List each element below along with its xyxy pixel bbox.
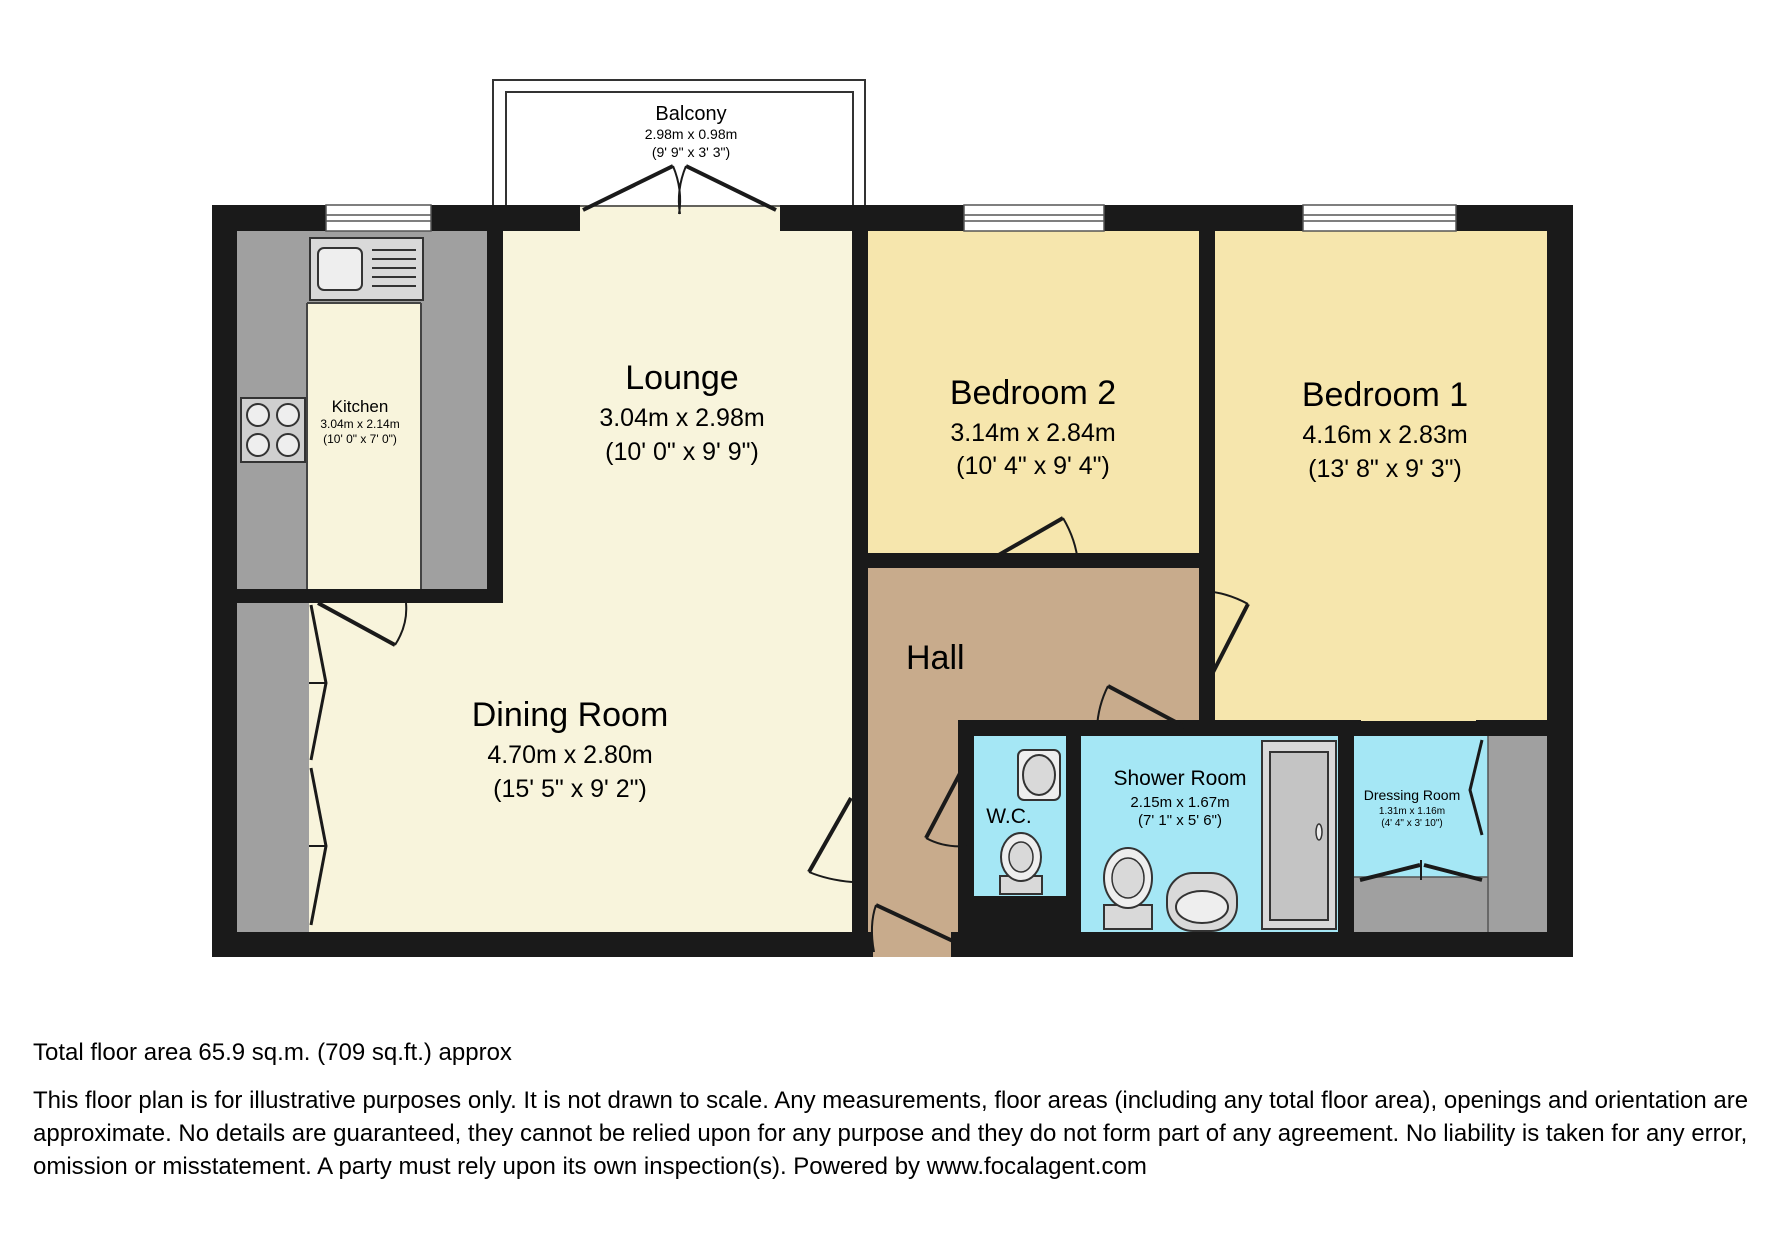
lounge-metric: 3.04m x 2.98m xyxy=(599,404,764,432)
dressing-room-metric: 1.31m x 1.16m xyxy=(1379,806,1445,817)
hall-floor xyxy=(868,568,1199,932)
wc-basin-icon xyxy=(999,832,1043,895)
kitchen-sink xyxy=(309,237,424,301)
bedroom-1-window xyxy=(1302,204,1457,232)
shower-room-imperial: (7' 1" x 5' 6") xyxy=(1138,812,1222,829)
dressing-room-name: Dressing Room xyxy=(1364,787,1460,803)
shower-room-label: Shower Room 2.15m x 1.67m (7' 1" x 5' 6"… xyxy=(1113,767,1246,829)
hob xyxy=(240,397,306,463)
balcony-name: Balcony xyxy=(655,103,726,125)
bedroom-2-name: Bedroom 2 xyxy=(950,374,1116,412)
total-floor-area: Total floor area 65.9 sq.m. (709 sq.ft.)… xyxy=(33,1039,512,1066)
bedroom-1-name: Bedroom 1 xyxy=(1302,376,1468,414)
disclaimer: This floor plan is for illustrative purp… xyxy=(33,1087,1749,1180)
lounge-name: Lounge xyxy=(625,359,738,397)
room-fills xyxy=(237,231,1547,957)
dining-room-metric: 4.70m x 2.80m xyxy=(487,741,652,769)
hall-name: Hall xyxy=(906,639,965,677)
dining-room-label: Dining Room 4.70m x 2.80m (15' 5" x 9' 2… xyxy=(472,696,669,803)
kitchen-imperial: (10' 0" x 7' 0") xyxy=(323,432,397,446)
windows xyxy=(325,204,1457,232)
bedroom-1-metric: 4.16m x 2.83m xyxy=(1302,421,1467,449)
kitchen-metric: 3.04m x 2.14m xyxy=(320,417,399,431)
doors xyxy=(309,164,1484,953)
bedroom-2-floor xyxy=(868,231,1199,553)
bedroom-1-label: Bedroom 1 4.16m x 2.83m (13' 8" x 9' 3") xyxy=(1302,376,1468,483)
bedroom-2-metric: 3.14m x 2.84m xyxy=(950,419,1115,447)
bedroom-1-imperial: (13' 8" x 9' 3") xyxy=(1308,455,1462,483)
balcony-metric: 2.98m x 0.98m xyxy=(645,126,738,142)
dressing-room-imperial: (4' 4" x 3' 10") xyxy=(1381,818,1443,829)
dining-room-name: Dining Room xyxy=(472,696,669,734)
shower-tray-icon xyxy=(1261,740,1337,930)
shower-toilet-icon xyxy=(1103,847,1153,930)
lounge-dining-floor xyxy=(237,231,852,932)
lounge-imperial: (10' 0" x 9' 9") xyxy=(605,438,759,466)
floor-plan: Balcony 2.98m x 0.98m (9' 9" x 3' 3") Lo… xyxy=(212,79,1573,957)
dressing-room-label: Dressing Room 1.31m x 1.16m (4' 4" x 3' … xyxy=(1364,787,1460,829)
wc-toilet-icon xyxy=(1017,749,1061,801)
balcony-imperial: (9' 9" x 3' 3") xyxy=(652,144,730,160)
dining-wardrobe xyxy=(237,603,309,932)
dressing-unit-bottom xyxy=(1354,877,1488,932)
bedroom-2-label: Bedroom 2 3.14m x 2.84m (10' 4" x 9' 4") xyxy=(950,374,1116,480)
dressing-unit-side xyxy=(1488,736,1547,932)
kitchen-label: Kitchen 3.04m x 2.14m (10' 0" x 7' 0") xyxy=(320,397,399,446)
bedroom-2-window xyxy=(963,204,1105,232)
kitchen-window xyxy=(325,204,432,232)
shower-room-metric: 2.15m x 1.67m xyxy=(1130,794,1229,811)
dressing-room-floor xyxy=(1354,736,1488,877)
shower-room-name: Shower Room xyxy=(1113,767,1246,790)
bedroom-2-imperial: (10' 4" x 9' 4") xyxy=(956,452,1110,480)
lounge-label: Lounge 3.04m x 2.98m (10' 0" x 9' 9") xyxy=(599,359,764,466)
kitchen-name: Kitchen xyxy=(332,397,389,416)
wc-name: W.C. xyxy=(986,805,1032,828)
interior-walls xyxy=(237,231,1561,948)
balcony-label: Balcony 2.98m x 0.98m (9' 9" x 3' 3") xyxy=(645,103,738,160)
dining-room-imperial: (15' 5" x 9' 2") xyxy=(493,775,647,803)
bedroom-1-floor xyxy=(1215,231,1547,721)
shower-basin-icon xyxy=(1166,872,1238,932)
